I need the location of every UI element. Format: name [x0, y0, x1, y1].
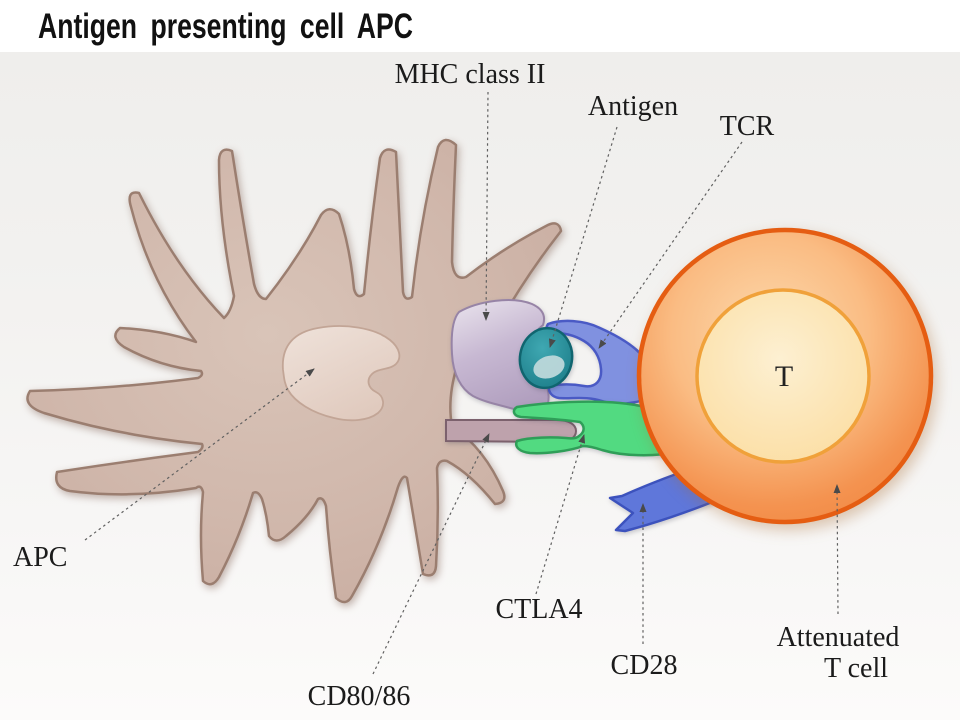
label-ctla4: CTLA4 [495, 594, 583, 625]
leader-lines [84, 91, 841, 675]
label-attenuated-line2: T cell [823, 653, 889, 684]
apc-nucleus [282, 325, 401, 422]
antigen-highlight [533, 355, 565, 379]
t-cell-nucleus [695, 288, 871, 464]
leader-ctla4 [535, 434, 586, 595]
leader-tcr [598, 141, 743, 349]
page-title: Antigen presenting cell APC [38, 7, 413, 46]
label-antigen: Antigen [587, 91, 679, 122]
label-mhc-class-ii: MHC class II [394, 59, 546, 90]
label-cd28: CD28 [610, 650, 678, 681]
leader-apc [84, 368, 315, 541]
leader-antigen [548, 126, 618, 348]
leader-attenuated [833, 484, 841, 615]
label-apc: APC [13, 542, 68, 573]
antigen-molecule [518, 326, 574, 390]
t-cell [636, 227, 934, 525]
label-tcr: TCR [719, 111, 775, 142]
leader-mhc-class-ii [482, 91, 490, 321]
apc-cell [26, 138, 563, 604]
leader-cd80-86 [372, 433, 490, 675]
label-attenuated-line1: Attenuated [776, 622, 900, 653]
label-cd80-86: CD80/86 [307, 681, 411, 712]
label-t-nucleus: T [774, 360, 794, 393]
